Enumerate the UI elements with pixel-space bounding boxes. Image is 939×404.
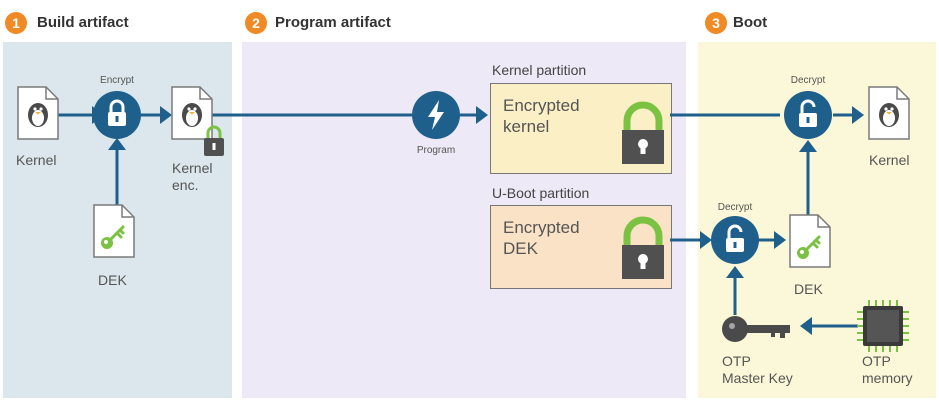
decrypt-unlock-bottom-icon [711,216,759,264]
kernel-enc-file-icon [171,86,213,140]
program-artifact-title: Program artifact [275,14,391,31]
kernel-partition-title: Kernel partition [492,62,587,78]
encrypted-dek-text: Encrypted DEK [503,218,580,258]
program-label: Program [416,145,456,156]
boot-kernel-label: Kernel [869,152,910,168]
encrypted-kernel-text: Encrypted kernel [503,96,580,136]
dek-file-icon [93,204,135,258]
boot-dek-label: DEK [794,281,823,297]
build-kernel-label: Kernel [16,152,57,168]
boot-dek-file-icon [789,214,831,268]
encrypt-lock-icon [93,91,141,139]
otp-master-key-label: OTP Master Key [722,353,793,386]
dek-partition-lock-icon [622,216,664,279]
small-lock-icon [204,125,224,156]
otp-memory-label: OTP memory [862,353,913,386]
boot-title: Boot [733,14,768,31]
encrypt-label: Encrypt [100,75,134,86]
build-artifact-title: Build artifact [37,14,129,31]
kernel-file-icon [17,86,59,140]
boot-kernel-file-icon [868,86,910,140]
step-1-badge: 1 [5,12,27,34]
build-dek-label: DEK [98,272,127,288]
step-2-badge: 2 [245,12,267,34]
program-bolt-icon [412,91,460,139]
decrypt-unlock-top-icon [784,91,832,139]
otp-memory-chip-icon [857,300,909,352]
decrypt-top-label: Decrypt [790,75,826,86]
kernel-enc-label: Kernel enc. [172,160,213,193]
otp-master-key-icon [722,316,790,342]
step-3-badge: 3 [705,12,727,34]
kernel-partition-lock-icon [622,101,664,164]
uboot-partition-title: U-Boot partition [492,185,590,201]
decrypt-bottom-label: Decrypt [717,202,753,213]
